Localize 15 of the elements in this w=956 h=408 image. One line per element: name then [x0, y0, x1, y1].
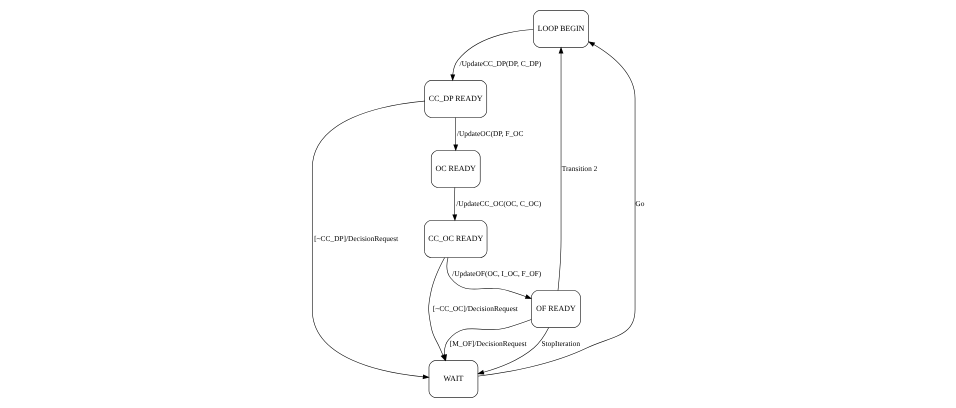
node-box: CC_OC READY — [424, 220, 487, 258]
node-box: WAIT — [428, 360, 478, 398]
node-box: OF READY — [530, 290, 580, 328]
node-box: LOOP BEGIN — [532, 10, 588, 48]
arrow — [452, 187, 457, 222]
arrow — [311, 100, 430, 380]
arrow — [428, 257, 446, 362]
arrow — [557, 46, 563, 291]
node-box: CC_DP READY — [424, 80, 487, 118]
arrow — [476, 327, 548, 375]
arrow — [446, 257, 532, 299]
node-box: OC READY — [430, 150, 480, 188]
arrow — [452, 117, 458, 152]
arrow — [477, 41, 635, 376]
arrow — [450, 29, 534, 82]
